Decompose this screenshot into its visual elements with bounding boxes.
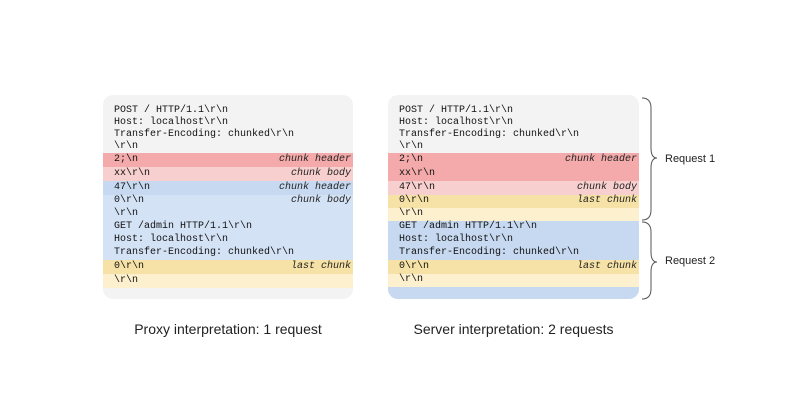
proxy-panel: POST / HTTP/1.1\r\n Host: localhost\r\n …: [103, 95, 353, 299]
line-text: POST / HTTP/1.1\r\n: [114, 105, 229, 116]
annotation: chunk header: [564, 154, 637, 165]
line-row: \r\n: [103, 274, 353, 288]
line-text: 47\r\n: [399, 182, 436, 193]
line-text: Host: localhost\r\n: [399, 117, 514, 128]
line-row: Host: localhost\r\n: [388, 117, 639, 129]
annotation: chunk body: [290, 195, 351, 206]
line-text: Transfer-Encoding: chunked\r\n: [114, 129, 295, 140]
request-1-label: Request 1: [665, 153, 716, 165]
line-text: \r\n: [399, 274, 424, 285]
annotation: last chunk: [576, 261, 637, 272]
line-row: \r\n: [388, 208, 639, 221]
line-row: \r\n: [103, 208, 353, 221]
annotation: last chunk: [290, 261, 351, 272]
line-text: Host: localhost\r\n: [114, 117, 229, 128]
line-row: 2;\n chunk header: [388, 153, 639, 167]
line-row: 47\r\n chunk body: [388, 181, 639, 195]
request-2-label: Request 2: [665, 255, 716, 267]
line-row: POST / HTTP/1.1\r\n: [388, 105, 639, 117]
line-row: 0\r\n last chunk: [103, 260, 353, 274]
line-text: 2;\n: [114, 154, 139, 165]
line-row: POST / HTTP/1.1\r\n: [103, 105, 353, 117]
line-row: GET /admin HTTP/1.1\r\n: [388, 221, 639, 234]
line-row: Transfer-Encoding: chunked\r\n: [103, 129, 353, 141]
line-row: xx\r\n: [388, 167, 639, 181]
line-row: Transfer-Encoding: chunked\r\n: [388, 129, 639, 141]
line-text: GET /admin HTTP/1.1\r\n: [399, 221, 538, 232]
line-row: Host: localhost\r\n: [388, 234, 639, 247]
line-text: Transfer-Encoding: chunked\r\n: [399, 247, 580, 258]
line-text: 0\r\n: [399, 195, 430, 206]
line-text: GET /admin HTTP/1.1\r\n: [114, 221, 253, 232]
line-row: GET /admin HTTP/1.1\r\n: [103, 221, 353, 234]
line-row: Transfer-Encoding: chunked\r\n: [388, 247, 639, 260]
line-text: Host: localhost\r\n: [114, 234, 229, 245]
line-text: \r\n: [399, 208, 424, 219]
annotation: last chunk: [576, 195, 637, 206]
request-2-brace: [641, 221, 658, 300]
line-text: 47\r\n: [114, 182, 151, 193]
line-text: xx\r\n: [399, 168, 436, 179]
line-text: \r\n: [114, 275, 139, 286]
line-row: Transfer-Encoding: chunked\r\n: [103, 247, 353, 260]
server-panel: POST / HTTP/1.1\r\n Host: localhost\r\n …: [388, 95, 639, 299]
line-row: \r\n: [103, 141, 353, 153]
line-text: xx\r\n: [114, 168, 151, 179]
line-row: \r\n: [388, 141, 639, 153]
annotation: chunk header: [278, 182, 351, 193]
server-caption: Server interpretation: 2 requests: [413, 321, 614, 337]
line-row: 0\r\n last chunk: [388, 195, 639, 208]
annotation: chunk body: [576, 182, 637, 193]
line-row: Host: localhost\r\n: [103, 234, 353, 247]
annotation: chunk header: [278, 154, 351, 165]
line-text: 0\r\n: [399, 261, 430, 272]
line-row: 47\r\n chunk header: [103, 181, 353, 195]
line-row: 0\r\n chunk body: [103, 195, 353, 208]
request-1-brace: [641, 97, 658, 221]
proxy-caption: Proxy interpretation: 1 request: [134, 321, 322, 337]
line-row: Host: localhost\r\n: [103, 117, 353, 129]
line-text: POST / HTTP/1.1\r\n: [399, 105, 514, 116]
line-row: \r\n: [388, 274, 639, 287]
line-text: 2;\n: [399, 154, 424, 165]
line-text: Transfer-Encoding: chunked\r\n: [114, 247, 295, 258]
line-text: 0\r\n: [114, 261, 145, 272]
line-text: 0\r\n: [114, 195, 145, 206]
line-text: \r\n: [114, 208, 139, 219]
line-row: 2;\n chunk header: [103, 153, 353, 167]
annotation: chunk body: [290, 168, 351, 179]
line-text: \r\n: [399, 141, 424, 152]
line-row: xx\r\n chunk body: [103, 167, 353, 181]
line-text: \r\n: [114, 141, 139, 152]
trailing-band: [388, 287, 639, 299]
line-row: 0\r\n last chunk: [388, 260, 639, 274]
line-text: Transfer-Encoding: chunked\r\n: [399, 129, 580, 140]
line-text: Host: localhost\r\n: [399, 234, 514, 245]
